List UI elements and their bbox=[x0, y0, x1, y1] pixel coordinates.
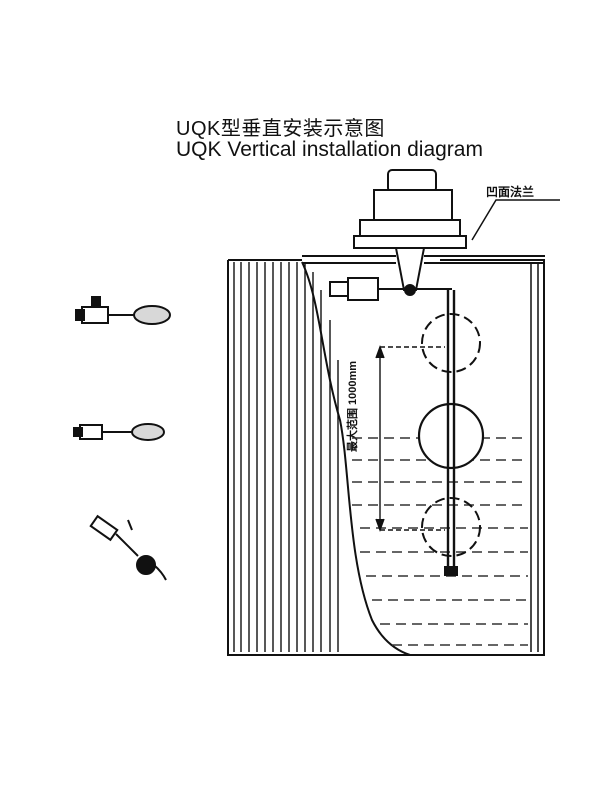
liquid-level-lines bbox=[352, 437, 528, 646]
switch-housing bbox=[353, 169, 467, 291]
tank-top-flange bbox=[302, 255, 545, 264]
float-current-position bbox=[417, 402, 485, 470]
flange-callout-label: 凹面法兰 bbox=[486, 185, 535, 199]
float-upper-position bbox=[421, 313, 481, 373]
tank-wall-hatching bbox=[233, 262, 339, 652]
horizontal-arm bbox=[329, 277, 452, 301]
title-english: UQK Vertical installation diagram bbox=[176, 138, 483, 161]
flange-callout-leader bbox=[471, 199, 560, 241]
tank-shell bbox=[227, 259, 545, 656]
range-dimension bbox=[375, 344, 445, 533]
tank-right-wall bbox=[530, 262, 539, 652]
rod-end-stop bbox=[444, 566, 458, 576]
title-chinese: UQK型垂直安装示意图 bbox=[176, 118, 385, 140]
small-figure-tilted-switch bbox=[89, 514, 167, 581]
float-lower-position bbox=[421, 497, 481, 557]
tank-cutaway-edge bbox=[301, 261, 411, 656]
small-figure-horizontal-switch bbox=[75, 296, 171, 325]
small-figure-angled-switch bbox=[73, 423, 165, 441]
